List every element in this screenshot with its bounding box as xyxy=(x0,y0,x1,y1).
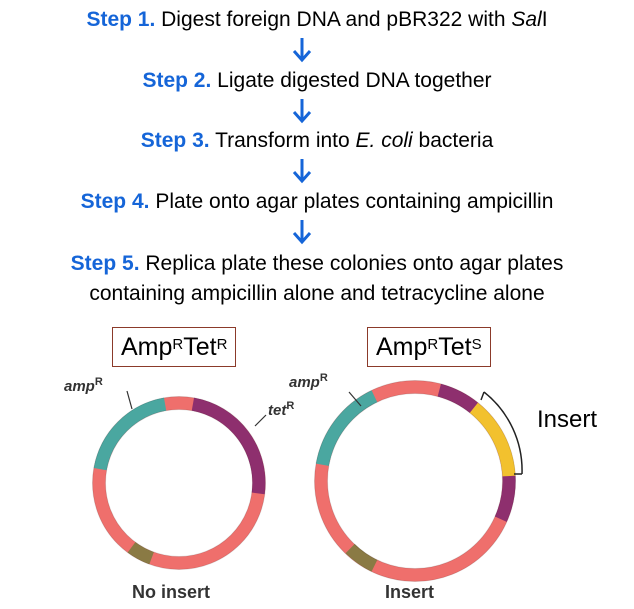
left-box-tet-sup: R xyxy=(216,336,228,353)
down-arrow-icon xyxy=(292,159,312,184)
step-5-number: Step 5. xyxy=(70,252,140,275)
step-3: Step 3. Transform into E. coli bacteria xyxy=(0,128,634,154)
right-olive-segment xyxy=(345,543,378,572)
right-outer-edge xyxy=(314,380,516,582)
down-arrow-icon xyxy=(292,99,312,124)
step-1-italic: Sal xyxy=(511,8,542,31)
step-1: Step 1. Digest foreign DNA and pBR322 wi… xyxy=(0,7,634,33)
right-box-amp: Amp xyxy=(376,333,428,361)
down-arrow-icon xyxy=(292,220,312,245)
right-amp-label: ampR xyxy=(289,372,328,391)
left-amp-text: amp xyxy=(64,378,95,395)
insert-bracket-tick-top xyxy=(480,391,485,401)
right-box-amp-sup: R xyxy=(427,336,439,353)
left-tet-pointer xyxy=(254,414,267,427)
right-amp-pointer xyxy=(348,391,362,407)
step-3-italic: E. coli xyxy=(355,129,413,152)
left-outer-edge xyxy=(92,396,266,570)
insert-label: Insert xyxy=(537,406,598,433)
step-3-tail: bacteria xyxy=(412,129,494,152)
right-box-tet-sup: S xyxy=(471,336,482,353)
right-plasmid-ring xyxy=(314,380,523,582)
right-amp-gene-segment xyxy=(315,390,378,466)
left-inner-edge xyxy=(105,409,253,557)
insert-segment xyxy=(469,402,516,477)
right-tet-gene-segment-a xyxy=(437,383,478,414)
step-4-number: Step 4. xyxy=(80,190,150,213)
step-5-text-line-2: containing ampicillin alone and tetracyc… xyxy=(89,282,545,305)
left-tet-sup: R xyxy=(286,400,295,412)
left-tet-label: tetR xyxy=(268,400,294,419)
left-amp-gene-segment xyxy=(93,397,167,471)
right-box-tet: Tet xyxy=(438,333,472,361)
step-5: Step 5. Replica plate these colonies ont… xyxy=(0,251,634,277)
step-3-number: Step 3. xyxy=(140,129,210,152)
left-box-amp-sup: R xyxy=(172,336,184,353)
left-amp-pointer xyxy=(126,390,133,410)
left-olive-segment xyxy=(127,541,155,565)
step-5-text: Replica plate these colonies onto agar p… xyxy=(145,252,564,275)
step-2-number: Step 2. xyxy=(142,69,212,92)
left-amp-label: ampR xyxy=(64,376,103,395)
right-amp-sup: R xyxy=(319,372,328,384)
left-caption: No insert xyxy=(132,582,211,602)
left-amp-sup: R xyxy=(94,376,103,388)
step-2: Step 2. Ligate digested DNA together xyxy=(0,68,634,94)
left-box-amp: Amp xyxy=(121,333,173,361)
left-plasmid-ring xyxy=(92,390,267,570)
step-1-tail: I xyxy=(541,8,548,31)
step-4: Step 4. Plate onto agar plates containin… xyxy=(0,189,634,215)
left-box-tet: Tet xyxy=(183,333,217,361)
insert-bracket xyxy=(483,391,523,475)
right-inner-edge xyxy=(327,393,503,569)
step-4-text: Plate onto agar plates containing ampici… xyxy=(155,190,554,213)
left-tet-text: tet xyxy=(268,402,287,419)
right-caption: Insert xyxy=(385,582,435,602)
step-5-continued: containing ampicillin alone and tetracyc… xyxy=(0,281,634,307)
step-1-number: Step 1. xyxy=(86,8,156,31)
left-tet-gene-segment xyxy=(191,397,266,495)
down-arrow-icon xyxy=(292,38,312,63)
step-2-text: Ligate digested DNA together xyxy=(217,69,492,92)
step-3-text: Transform into xyxy=(215,129,356,152)
right-tet-gene-segment-b xyxy=(494,475,516,522)
right-amp-text: amp xyxy=(289,374,320,391)
step-1-text: Digest foreign DNA and pBR322 with xyxy=(161,8,512,31)
